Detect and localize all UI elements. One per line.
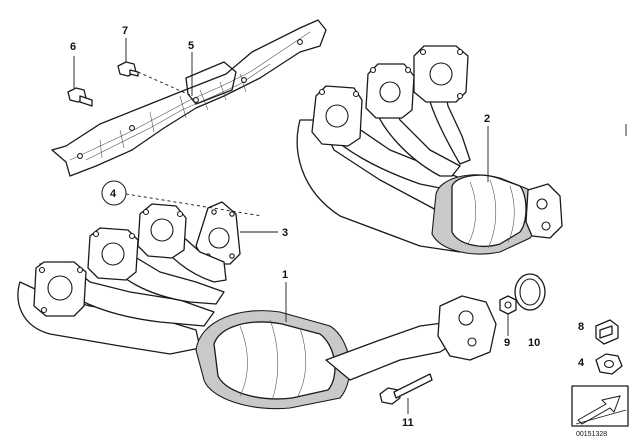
callout-6: 6 (70, 41, 76, 53)
callout-2: 2 (484, 113, 490, 125)
callout-8: 8 (578, 321, 584, 333)
diagram-id: 00151328 (576, 431, 607, 438)
callout-3: 3 (282, 227, 288, 239)
callout-9: 9 (504, 337, 510, 349)
clip-nut-icon (595, 319, 619, 345)
callout-4-legend: 4 (578, 357, 585, 369)
callout-11: 11 (402, 417, 414, 429)
hex-bolt-icon (117, 61, 139, 77)
heat-shield-icon (51, 19, 327, 177)
callout-circle-4 (101, 180, 127, 206)
gasket-icon (195, 201, 241, 265)
hex-bolt-icon (67, 87, 93, 107)
callout-7: 7 (122, 25, 128, 37)
exhaust-manifold-icon (17, 203, 497, 410)
leader-5b (137, 71, 193, 97)
hex-nut-icon (595, 353, 623, 375)
hex-bolt-icon (379, 373, 433, 405)
leader-4-gasket (125, 193, 263, 217)
hex-nut-icon (499, 295, 517, 315)
seal-ring-icon (514, 273, 546, 311)
exhaust-manifold-icon (296, 45, 563, 255)
callout-4-circled: 4 (110, 188, 117, 200)
callout-10: 10 (528, 337, 540, 349)
arrow-icon (571, 385, 629, 427)
callout-5: 5 (188, 40, 194, 52)
callout-1: 1 (282, 269, 288, 281)
